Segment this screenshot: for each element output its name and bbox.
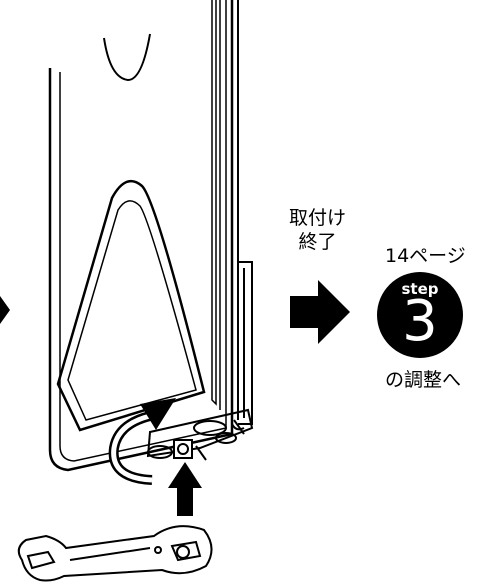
right-arrow-icon [290, 280, 350, 344]
window-triangle [56, 179, 206, 432]
step-word: step [401, 280, 439, 298]
top-cutout [103, 33, 151, 82]
left-arrow-fragment [0, 296, 10, 324]
step-number: 3 [402, 289, 438, 354]
up-arrow-icon [168, 462, 202, 516]
adjustment-label: の調整へ [385, 369, 462, 391]
rotate-arrow-icon [108, 398, 176, 485]
install-complete-label: 取付け 終了 [270, 206, 365, 254]
install-complete-line2: 終了 [298, 231, 337, 253]
page-reference: 14ページ [385, 245, 466, 267]
wrench-icon [17, 525, 213, 582]
bottom-hardware [146, 408, 254, 461]
unit-body [48, 0, 245, 472]
side-bracket [238, 261, 253, 425]
step-badge-icon: step 3 [377, 272, 463, 358]
install-complete-line1: 取付け [288, 207, 346, 229]
